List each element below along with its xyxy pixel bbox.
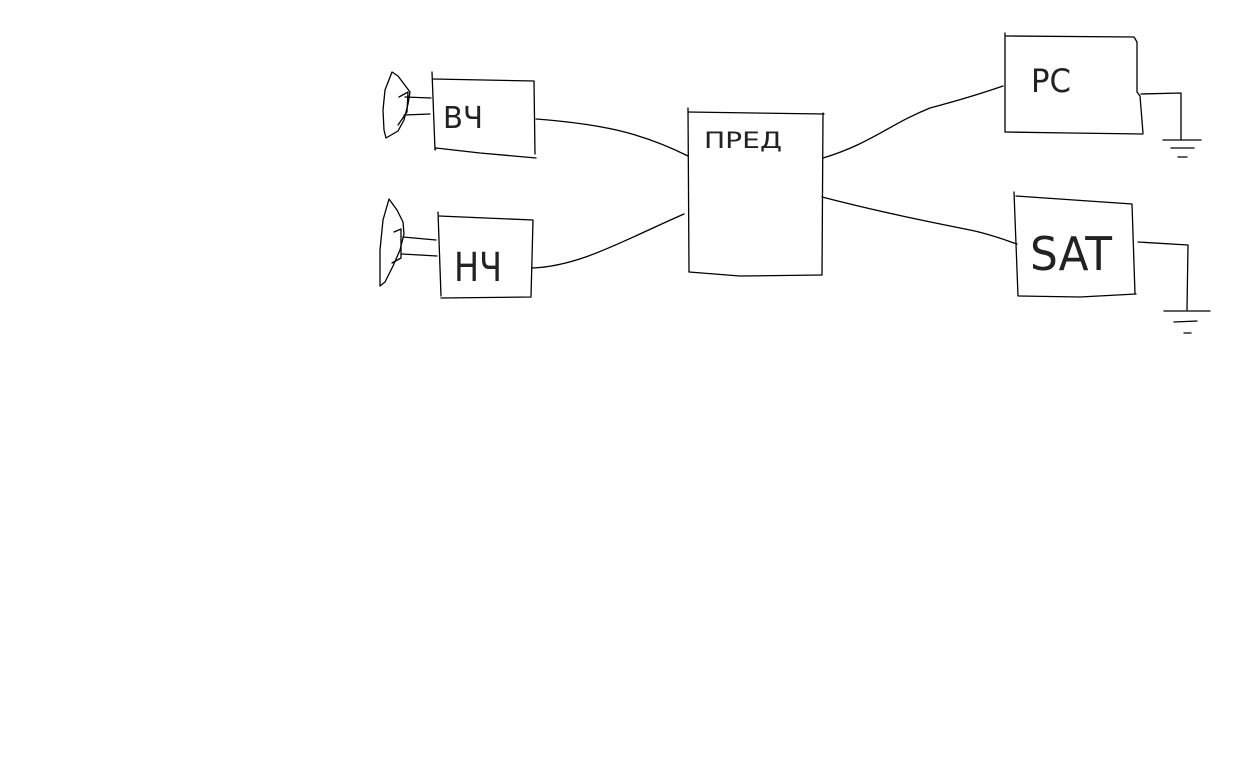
hf-label: ВЧ [443,101,483,136]
ground-sat-icon [1137,241,1211,334]
edge-pre-to-sat [821,196,1018,245]
sat-block: SAT [1013,191,1137,298]
speaker-hf-icon [382,71,432,139]
pc-block: PC [1004,32,1144,135]
preamp-label: ПРЕД [704,129,782,154]
lf-label: НЧ [454,245,502,291]
lf-block: НЧ [437,211,534,299]
edge-pre-to-pc [822,85,1004,159]
edge-hf-to-pre [535,118,689,157]
sat-label: SAT [1030,227,1113,281]
pc-label: PC [1031,62,1071,100]
preamp-block: ПРЕД [687,107,825,277]
speaker-lf-icon [379,198,438,287]
ground-pc-icon [1140,92,1202,158]
hf-block: ВЧ [431,71,537,159]
edge-lf-to-pre [531,213,685,269]
